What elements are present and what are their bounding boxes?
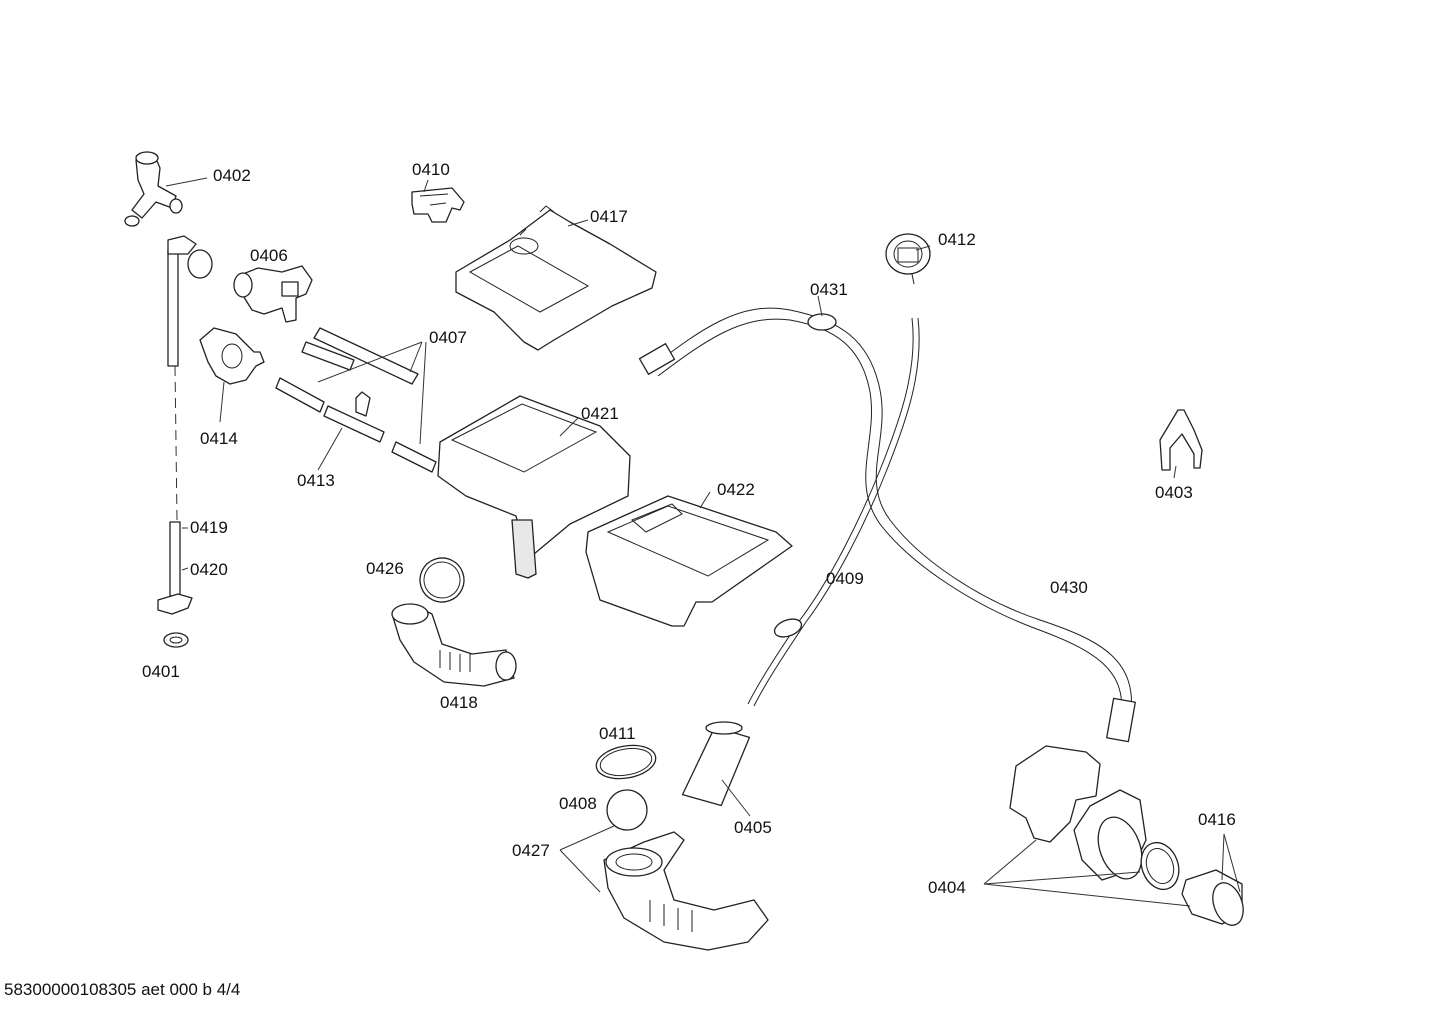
label-0414: 0414 (200, 429, 238, 448)
part-0407-hoses (301, 327, 427, 445)
part-0403-clip (1159, 409, 1203, 471)
part-0411-seal-ring (595, 744, 657, 780)
label-0419: 0419 (190, 518, 228, 537)
label-0430: 0430 (1050, 578, 1088, 597)
label-0418: 0418 (440, 693, 478, 712)
label-0406: 0406 (250, 246, 288, 265)
label-0405: 0405 (734, 818, 772, 837)
label-0420: 0420 (190, 560, 228, 579)
label-0426: 0426 (366, 559, 404, 578)
part-0419-0420-pipe (157, 235, 213, 648)
label-0407: 0407 (429, 328, 467, 347)
label-0403: 0403 (1155, 483, 1193, 502)
label-0417: 0417 (590, 207, 628, 226)
leader-lines (423, 179, 1177, 479)
part-0404-drain-pump (983, 745, 1244, 926)
label-0412: 0412 (938, 230, 976, 249)
part-0405-sensor (681, 721, 751, 817)
part-0431-hose (638, 307, 1136, 743)
label-0422: 0422 (717, 480, 755, 499)
part-0413-t-hose (275, 377, 437, 473)
part-0409-hose (747, 317, 920, 707)
part-0402-y-connector (124, 151, 208, 227)
part-0412-pressure-switch (885, 233, 931, 285)
label-0402: 0402 (213, 166, 251, 185)
label-0409: 0409 (826, 569, 864, 588)
label-0404: 0404 (928, 878, 966, 897)
label-0413: 0413 (297, 471, 335, 490)
part-0427-sump-hose (559, 825, 769, 951)
part-0422-drawer (585, 491, 793, 627)
label-0408: 0408 (559, 794, 597, 813)
part-0421-drawer-housing (437, 395, 631, 579)
label-0416: 0416 (1198, 810, 1236, 829)
label-0431: 0431 (810, 280, 848, 299)
drawing-number-footer: 58300000108305 aet 000 b 4/4 (4, 980, 241, 999)
part-0408-ball (606, 789, 648, 831)
label-0401: 0401 (142, 662, 180, 681)
part-0417-tray-frame (455, 205, 657, 351)
part-0414-inlet-valve (199, 327, 265, 423)
label-0411: 0411 (599, 724, 636, 743)
part-0426-seal-ring (419, 557, 465, 603)
label-0421: 0421 (581, 404, 619, 423)
part-0410-clip (411, 187, 465, 223)
label-0410: 0410 (412, 160, 450, 179)
part-0406-inlet-valve (233, 265, 313, 323)
part-0418-bellows-hose (391, 603, 517, 687)
label-0427: 0427 (512, 841, 550, 860)
